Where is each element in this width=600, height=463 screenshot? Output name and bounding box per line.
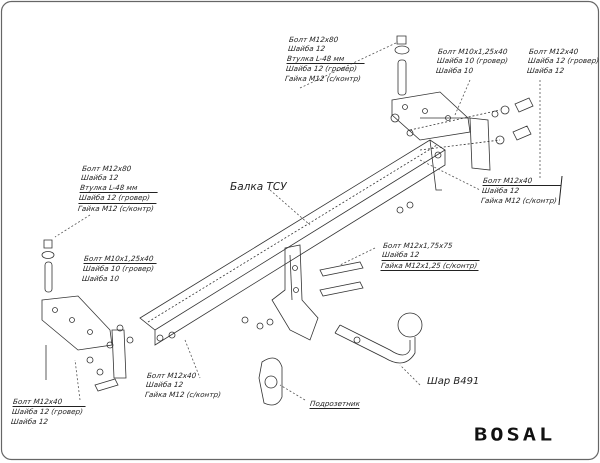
callout-line: Болт М12х80 — [288, 35, 339, 44]
callout-line: Шайба 10 — [81, 273, 120, 283]
callout-line: Шайба 12 — [287, 44, 326, 54]
callout-line: Шайба 12 (гровер) — [78, 193, 158, 204]
callout-line: Болт М12х40 — [482, 176, 562, 187]
beam-label: Балка ТСУ — [230, 181, 287, 193]
callout-line: Гайка М12 (с/контр) — [77, 203, 155, 213]
callout-right-middle: Болт М12х40 Шайба 12 Гайка М12 (с/контр) — [480, 176, 563, 206]
ball-mount-bracket — [241, 244, 364, 341]
ball-label: Шар В491 — [427, 376, 480, 387]
callout-line: Шайба 10 (гровер) — [436, 56, 509, 66]
callout-line: Шайба 10 (гровер) — [82, 264, 155, 274]
right-bracket — [390, 35, 534, 214]
callout-line: Гайка М12 (с/контр) — [284, 73, 362, 83]
callout-line: Втулка L-48 мм — [286, 53, 366, 65]
callout-line: Болт М12х80 — [81, 164, 132, 173]
callout-line: Втулка L-48 мм — [79, 182, 159, 194]
callout-line: Шайба 12 (гровер) — [285, 64, 358, 74]
callout-left-upper: Болт М12х80 Шайба 12 Втулка L-48 мм Шайб… — [77, 164, 160, 213]
callout-line: Болт М10х1,25х40 — [83, 254, 158, 265]
callout-center-ball-mount: Болт М12х1,75х75 Шайба 12 Гайка М12х1,25… — [380, 241, 481, 272]
callout-line: Шайба 12 — [381, 250, 481, 261]
socket-plate — [258, 357, 283, 406]
callout-line: Шайба 12 — [10, 416, 49, 426]
tow-ball — [334, 312, 423, 364]
callout-line: Шайба 12 — [80, 173, 119, 183]
socket-plate-label: Подрозетник — [309, 399, 361, 410]
callout-line: Болт М12х1,75х75 — [382, 241, 453, 250]
callout-line: Гайка М12 (с/контр) — [144, 389, 222, 399]
callout-bottom-left: Болт М12х40 Шайба 12 (гровер) Шайба 12 — [10, 397, 87, 426]
leader-lines — [54, 41, 541, 401]
callout-top-far-right: Болт М12х40 Шайба 12 (гровер) Шайба 12 — [527, 47, 600, 75]
callout-line: Гайка М12 (с/контр) — [480, 195, 558, 205]
bosal-logo: BOSAL — [474, 425, 556, 446]
callout-line: Гайка М12х1,25 (с/контр) — [380, 260, 480, 272]
callout-line: Болт М12х40 — [528, 47, 579, 56]
callout-top-right-bracket: Болт М10х1,25х40 Шайба 10 (гровер) Шайба… — [436, 47, 512, 75]
left-bracket — [41, 239, 176, 392]
callout-line: Шайба 12 (гровер) — [527, 56, 600, 66]
callout-line: Шайба 12 — [145, 380, 184, 390]
callout-line: Болт М10х1,25х40 — [437, 47, 508, 56]
callout-line: Болт М12х40 — [146, 371, 197, 380]
callout-line: Шайба 10 — [435, 65, 474, 75]
callout-top-center: Болт М12х80 Шайба 12 Втулка L-48 мм Шайб… — [284, 35, 367, 83]
callout-left-bracket: Болт М10х1,25х40 Шайба 10 (гровер) Шайба… — [81, 254, 158, 283]
callout-line: Шайба 12 (гровер) — [11, 407, 84, 417]
callout-bottom-center: Болт М12х40 Шайба 12 Гайка М12 (с/контр) — [145, 371, 226, 399]
callout-line: Болт М12х40 — [12, 397, 87, 408]
callout-line: Шайба 12 — [481, 186, 520, 196]
callout-line: Шайба 12 — [526, 65, 565, 75]
